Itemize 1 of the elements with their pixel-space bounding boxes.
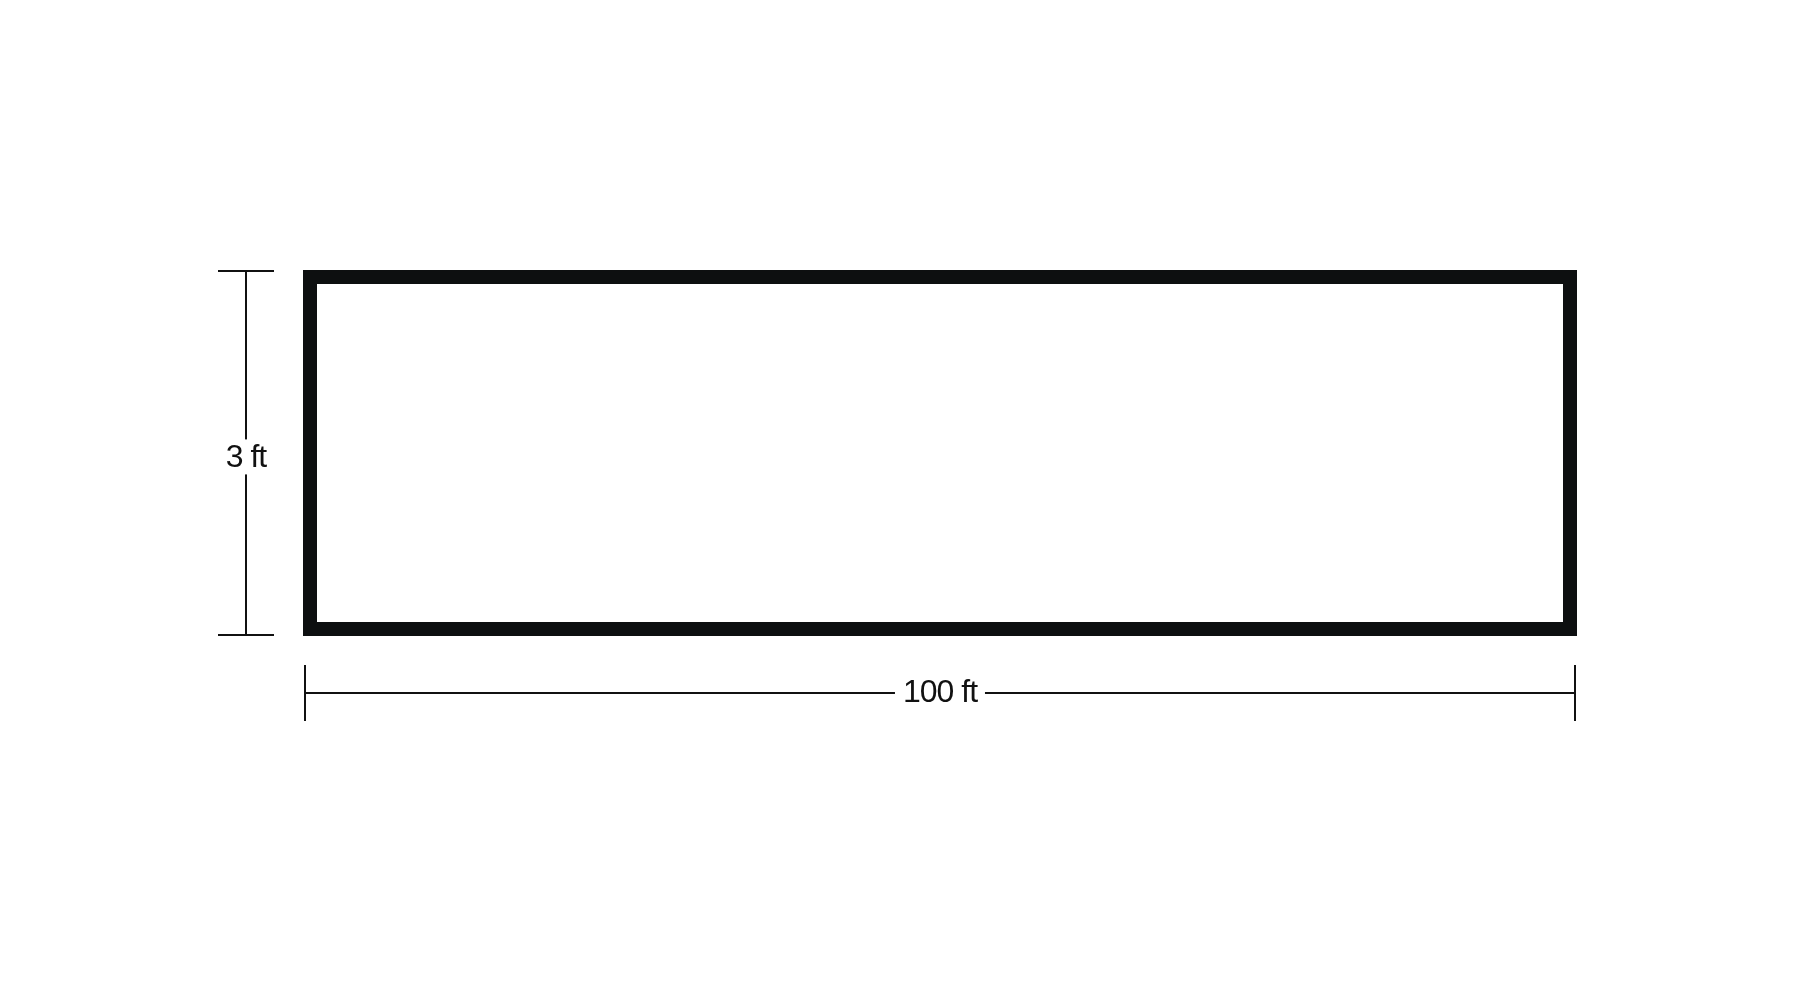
rectangle-outline — [303, 270, 1577, 636]
